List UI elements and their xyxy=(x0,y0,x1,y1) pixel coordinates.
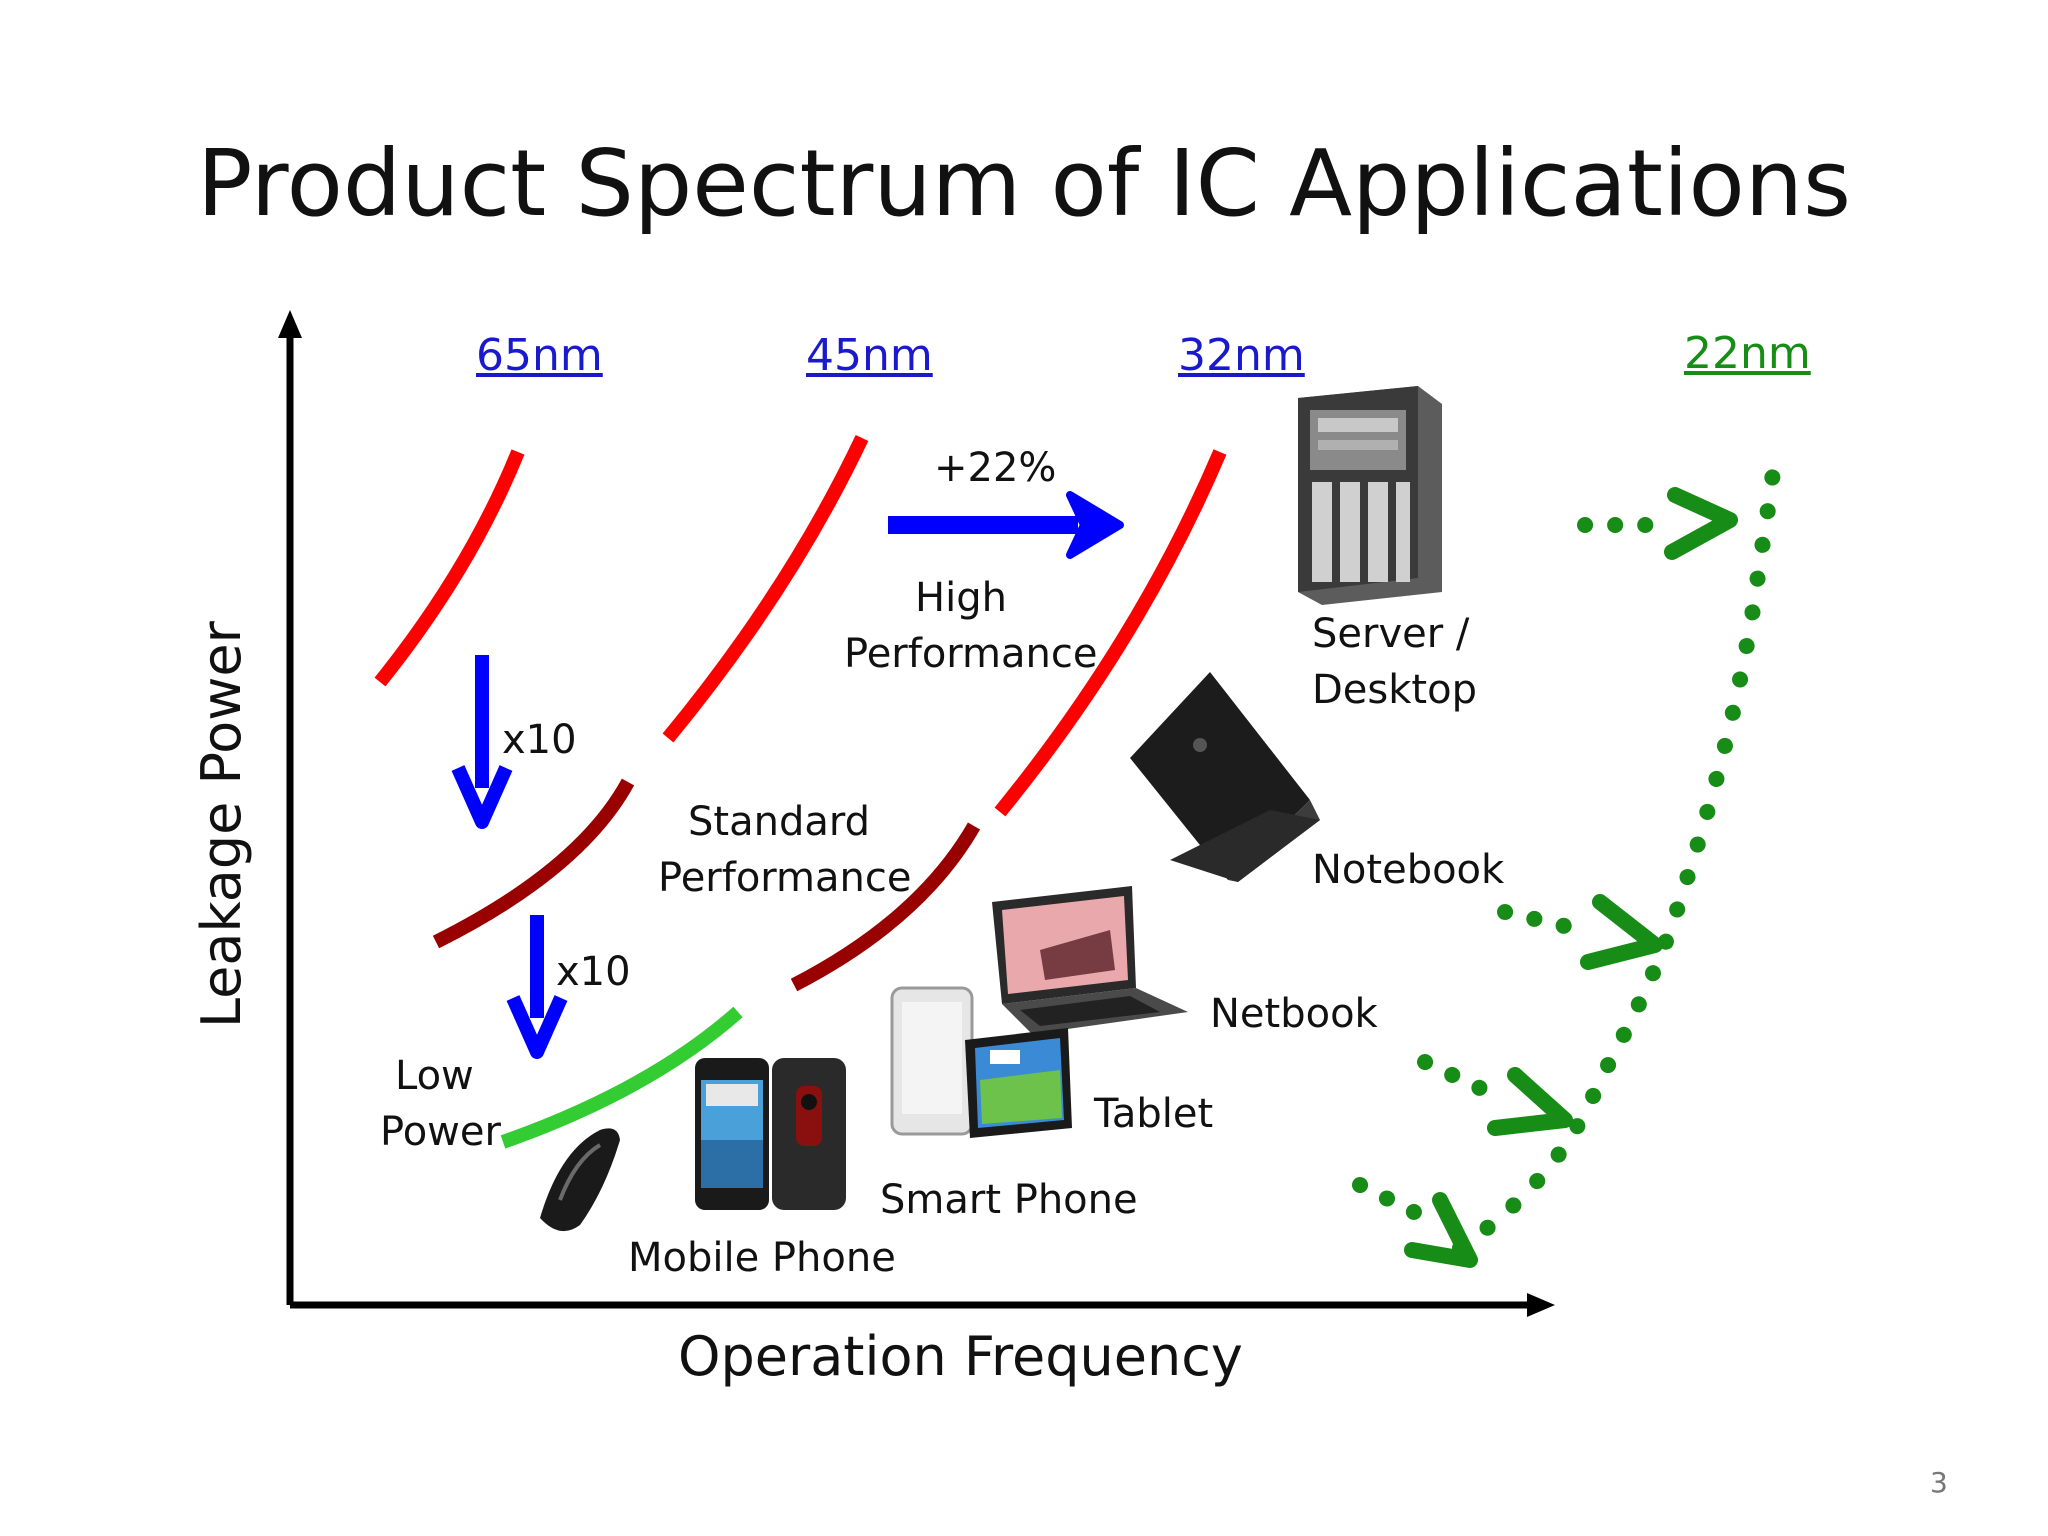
notebook-image xyxy=(1130,672,1320,882)
mobile-phone-image xyxy=(540,1128,620,1232)
arrowhead-tablet xyxy=(1487,1067,1573,1136)
curve-65nm-standard xyxy=(432,778,635,949)
curve-low-power xyxy=(500,1006,743,1149)
dotted-arrow-phone xyxy=(1352,1177,1428,1223)
arrowhead-phone xyxy=(1404,1192,1478,1268)
y-axis-arrowhead xyxy=(278,310,302,338)
category-low-line2: Power xyxy=(380,1109,501,1155)
server-desktop-image xyxy=(1298,386,1442,605)
x-axis-label: Operation Frequency xyxy=(678,1325,1243,1388)
page-title: Product Spectrum of IC Applications xyxy=(196,130,1852,237)
standard-performance-curves xyxy=(432,778,981,992)
y-axis-label: Leakage Power xyxy=(190,621,253,1028)
x-axis-arrowhead xyxy=(1527,1293,1555,1317)
axes xyxy=(278,310,1555,1317)
product-mobile-phone: Mobile Phone xyxy=(628,1235,896,1281)
gain-annotation: +22% xyxy=(934,445,1057,491)
dotted-arrow-notebook xyxy=(1497,904,1598,940)
category-standard-line2: Performance xyxy=(658,855,912,901)
node-label-45nm: 45nm xyxy=(806,330,933,381)
arrow-x10-top-head xyxy=(451,765,513,829)
tablet-image xyxy=(890,986,1072,1138)
category-standard-line1: Standard xyxy=(688,799,870,845)
page-number: 3 xyxy=(1930,1466,1948,1499)
arrowhead-server xyxy=(1664,487,1738,560)
category-high-line2: Performance xyxy=(844,631,1098,677)
curve-45nm-high xyxy=(662,435,869,743)
product-netbook: Netbook xyxy=(1210,991,1378,1037)
blue-arrows xyxy=(451,491,1124,1059)
product-smart-phone: Smart Phone xyxy=(880,1177,1138,1223)
product-server-line2: Desktop xyxy=(1312,667,1477,713)
arrowhead-notebook xyxy=(1580,894,1663,970)
arrow-plus22-head xyxy=(1066,491,1124,559)
product-server-line1: Server / xyxy=(1312,611,1470,657)
curve-65nm-high xyxy=(374,449,525,687)
node-label-32nm: 32nm xyxy=(1178,330,1305,381)
high-performance-curves xyxy=(374,435,1227,817)
netbook-image xyxy=(992,886,1188,1034)
future-22nm xyxy=(1352,440,1784,1268)
arrow-x10-bottom-head xyxy=(506,995,568,1059)
smart-phone-image xyxy=(695,1058,846,1210)
node-label-65nm: 65nm xyxy=(476,330,603,381)
product-notebook: Notebook xyxy=(1312,847,1505,893)
step-annotation-bottom: x10 xyxy=(556,949,631,995)
category-high-line1: High xyxy=(915,575,1007,621)
step-annotation-top: x10 xyxy=(502,717,577,763)
product-tablet: Tablet xyxy=(1094,1091,1214,1137)
curve-32nm-high xyxy=(994,449,1227,817)
curve-45nm-standard xyxy=(790,822,981,992)
dotted-arrow-tablet xyxy=(1417,1054,1513,1108)
category-low-line1: Low xyxy=(395,1053,474,1099)
node-label-22nm: 22nm xyxy=(1684,328,1811,379)
